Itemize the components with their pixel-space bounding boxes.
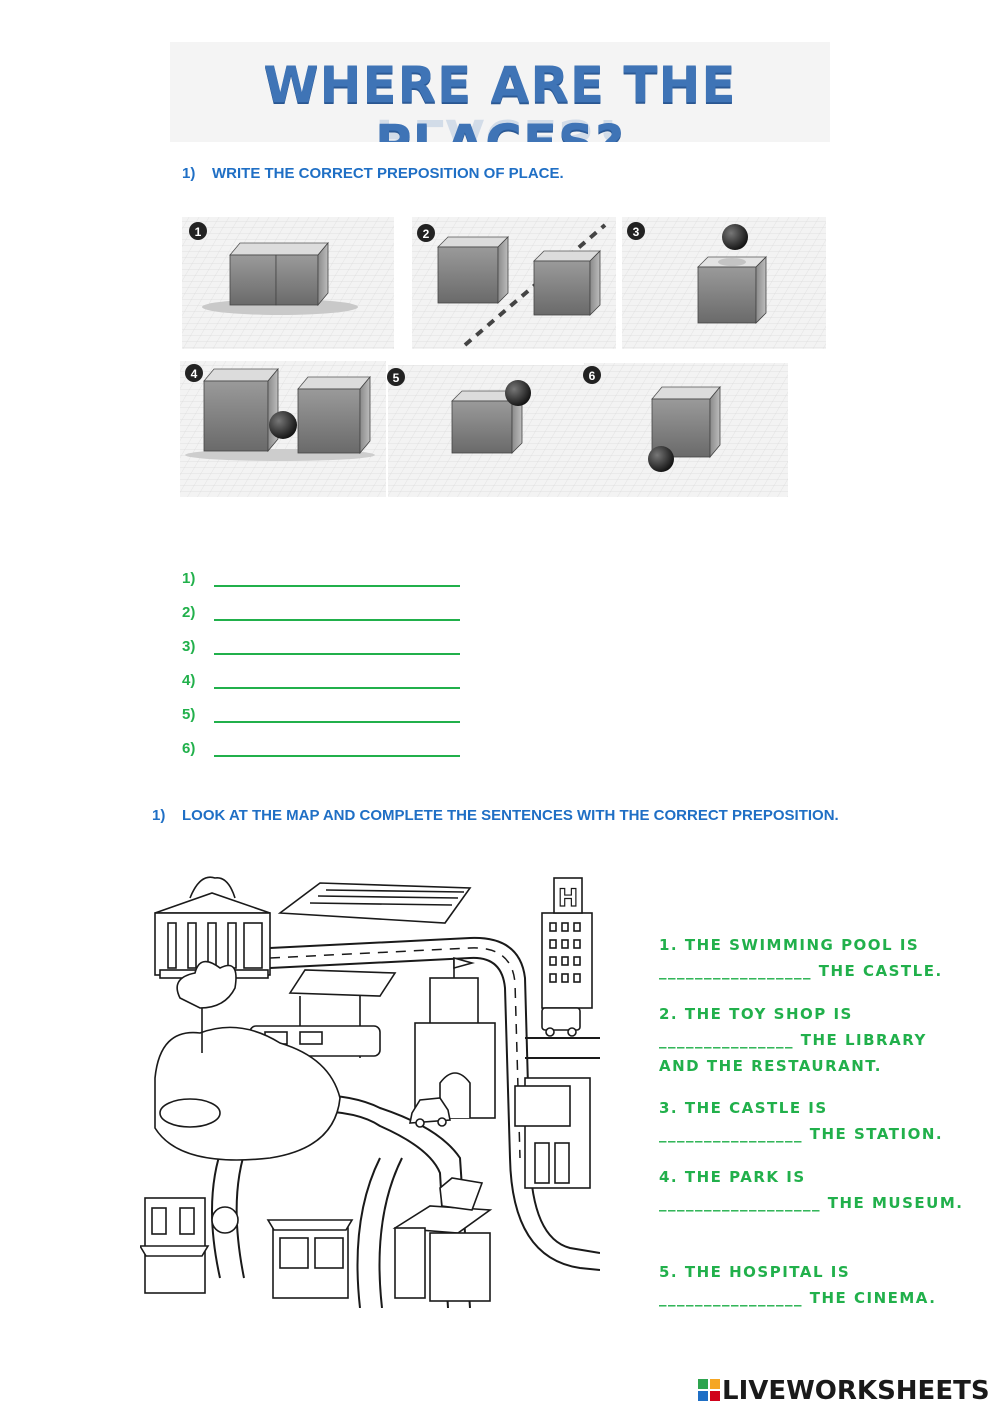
answer-blank[interactable] [214, 741, 460, 757]
logo-square [698, 1379, 708, 1389]
sentence-end: THE LIBRARY AND THE RESTAURANT. [659, 1031, 927, 1075]
answer-row-2: 2) [182, 604, 460, 626]
picture-number-4: 4 [191, 367, 198, 381]
library [392, 1177, 493, 1302]
answer-blank[interactable] [214, 571, 460, 587]
answer-row-3: 3) [182, 638, 460, 660]
sentence-5: 5. THE HOSPITAL IS ________________ THE … [659, 1259, 964, 1311]
picture-3: 3 [622, 217, 826, 349]
answer-row-4: 4) [182, 672, 460, 694]
picture-number-3: 3 [633, 225, 640, 239]
sentence-start: 3. THE CASTLE IS [659, 1099, 828, 1117]
logo-text: LIVEWORKSHEETS [722, 1376, 990, 1406]
picture-5: 5 [387, 365, 584, 497]
sentence-1: 1. THE SWIMMING POOL IS ________________… [659, 932, 964, 984]
answer-number: 1) [182, 570, 196, 587]
answer-number: 3) [182, 638, 196, 655]
toy-shop [266, 1219, 354, 1299]
sentence-end: THE MUSEUM. [827, 1194, 964, 1212]
road [525, 1037, 600, 1059]
answer-row-5: 5) [182, 706, 460, 728]
sentence-blank[interactable]: ________________ [659, 1125, 803, 1143]
logo-icon [698, 1379, 720, 1401]
exercise-2-text: LOOK AT THE MAP AND COMPLETE THE SENTENC… [182, 807, 839, 824]
sentence-blank[interactable]: __________________ [659, 1194, 821, 1212]
exercise-1-number: 1) [182, 165, 196, 182]
picture-number-5: 5 [393, 371, 400, 385]
picture-1: 1 [182, 217, 394, 349]
sentence-blank[interactable]: _______________ [659, 1031, 794, 1049]
cinema [514, 1077, 591, 1189]
sentence-3: 3. THE CASTLE IS ________________ THE ST… [659, 1095, 964, 1147]
picture-number-2: 2 [423, 227, 430, 241]
road [269, 956, 600, 1271]
picture-number-1: 1 [195, 225, 202, 239]
van [541, 1007, 581, 1037]
sentence-start: 1. THE SWIMMING POOL IS [659, 936, 920, 954]
exercise-1-text: WRITE THE CORRECT PREPOSITION OF PLACE. [212, 165, 564, 182]
exercise-2-instruction: 1) LOOK AT THE MAP AND COMPLETE THE SENTE… [152, 807, 839, 824]
sentence-start: 5. THE HOSPITAL IS [659, 1263, 851, 1281]
hospital-sign: H [558, 884, 578, 912]
exercise-1-instruction: 1) WRITE THE CORRECT PREPOSITION OF PLACE… [182, 165, 564, 182]
answer-number: 2) [182, 604, 196, 621]
answer-row-6: 6) [182, 740, 460, 762]
restaurant [140, 1197, 239, 1294]
liveworksheets-logo: LIVEWORKSHEETS [698, 1376, 990, 1406]
sentence-start: 4. THE PARK IS [659, 1168, 806, 1186]
logo-square [698, 1391, 708, 1401]
answer-blank[interactable] [214, 639, 460, 655]
sentence-blank[interactable]: ________________ [659, 1289, 803, 1307]
answer-row-1: 1) [182, 570, 460, 592]
answer-number: 4) [182, 672, 196, 689]
road [356, 1157, 403, 1308]
answer-blank[interactable] [214, 605, 460, 621]
page-title: WHERE ARE THE PLACES? [263, 56, 737, 142]
sentence-blank[interactable]: _________________ [659, 962, 812, 980]
answer-blank[interactable] [214, 673, 460, 689]
logo-square [710, 1391, 720, 1401]
sentence-2: 2. THE TOY SHOP IS _______________ THE L… [659, 1001, 964, 1079]
answer-number: 5) [182, 706, 196, 723]
picture-4: 4 [180, 361, 386, 497]
answer-number: 6) [182, 740, 196, 757]
logo-square [710, 1379, 720, 1389]
exercise-2-number: 1) [152, 807, 166, 824]
title-banner: WHERE ARE THE PLACES? WHERE ARE THE PLAC… [170, 42, 830, 142]
sentence-end: THE STATION. [809, 1125, 944, 1143]
sentence-4: 4. THE PARK IS __________________ THE MU… [659, 1164, 964, 1216]
picture-6: 6 [583, 363, 788, 497]
park [154, 960, 341, 1161]
swimming-pool [277, 882, 472, 924]
car [409, 1097, 451, 1128]
preposition-pictures: 1 2 3 4 [180, 217, 826, 497]
sentence-start: 2. THE TOY SHOP IS [659, 1005, 853, 1023]
town-map: H [140, 876, 600, 1308]
answer-blank[interactable] [214, 707, 460, 723]
castle [414, 956, 496, 1119]
picture-2: 2 [412, 217, 616, 349]
hospital: H [541, 877, 593, 1009]
page-title-reflection: WHERE ARE THE PLACES? [374, 108, 626, 142]
sentence-end: THE CINEMA. [809, 1289, 937, 1307]
sentence-end: THE CASTLE. [818, 962, 943, 980]
picture-number-6: 6 [589, 369, 596, 383]
